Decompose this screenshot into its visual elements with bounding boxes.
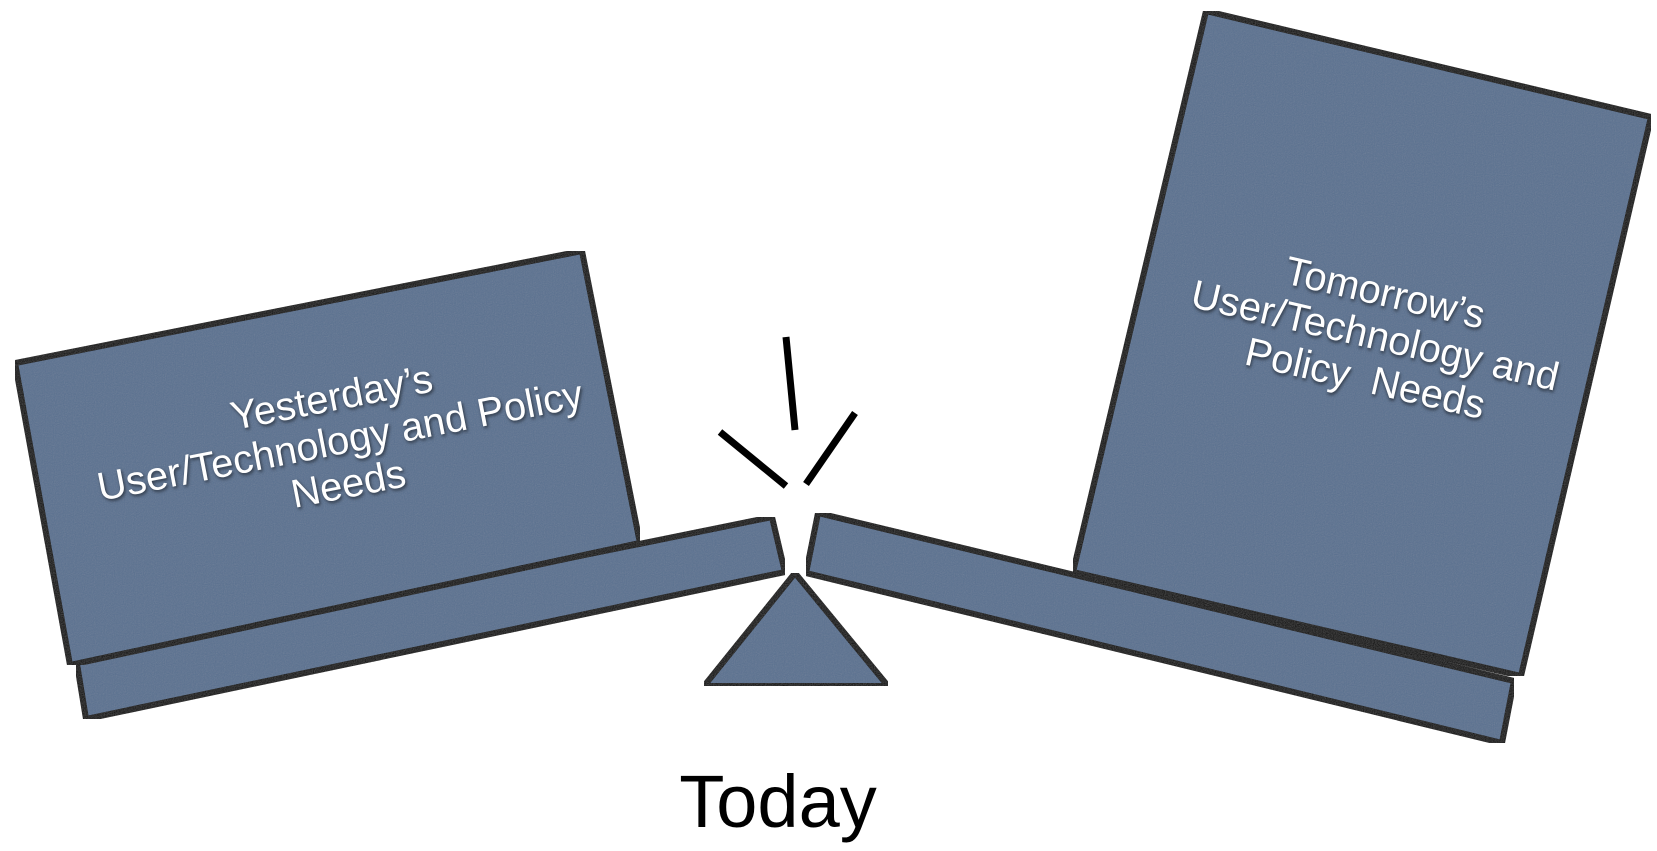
yesterday-needs-box [11,247,644,669]
tomorrow-needs-box [1069,7,1655,680]
break-mark-left [717,429,789,489]
break-mark-vertical [782,336,799,431]
today-label: Today [679,760,877,843]
fulcrum-triangle [697,568,895,689]
break-mark-right [803,411,858,486]
right-seesaw-board [802,509,1518,747]
